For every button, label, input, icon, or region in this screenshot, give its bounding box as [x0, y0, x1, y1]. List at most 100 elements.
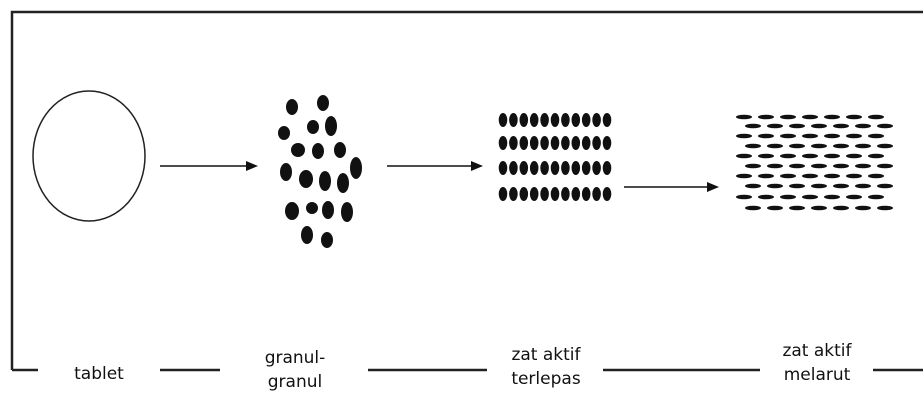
dissolved-particle: [802, 114, 818, 120]
dissolved-particle: [780, 194, 796, 200]
dissolved-particle: [811, 123, 827, 129]
granule: [286, 99, 298, 115]
released-particle: [561, 136, 570, 150]
granule: [341, 202, 353, 222]
dissolved-particle: [789, 205, 805, 211]
dissolved-particle: [736, 194, 752, 200]
released-particle: [509, 187, 518, 201]
released-particle: [529, 113, 539, 127]
dissolved-particle: [811, 205, 827, 211]
released-particle: [581, 161, 591, 175]
dissolved-particle: [855, 183, 871, 189]
released-particle: [550, 136, 560, 150]
released-particle: [498, 113, 508, 127]
dissolved-particle: [811, 163, 827, 169]
released-particle: [550, 113, 560, 127]
released-particle: [592, 187, 601, 201]
released-particle: [529, 187, 539, 201]
dissolved-particle: [824, 114, 840, 120]
dissolved-particle: [833, 143, 849, 149]
released-particle: [602, 136, 612, 150]
dissolved-particle: [877, 123, 893, 129]
granule: [280, 163, 292, 181]
label-tablet: tablet: [52, 362, 146, 386]
label-tablet-line1: tablet: [74, 364, 124, 384]
dissolved-particle: [767, 123, 783, 129]
dissolved-particle: [802, 133, 818, 139]
dissolved-particle: [868, 173, 884, 179]
granule: [319, 171, 331, 191]
dissolved-particle: [855, 123, 871, 129]
released-particle: [509, 113, 518, 127]
dissolved-particle: [767, 163, 783, 169]
arrow-terlepas-to-melarut: [624, 182, 719, 192]
granule: [301, 226, 313, 244]
released-particle: [498, 136, 508, 150]
released-particle: [550, 161, 560, 175]
dissolved-particle: [855, 205, 871, 211]
dissolved-particle: [846, 153, 862, 159]
granule: [307, 120, 319, 134]
dissolved-particle: [736, 173, 752, 179]
dissolved-particle: [868, 114, 884, 120]
released-particle: [561, 113, 570, 127]
dissolved-particle: [868, 194, 884, 200]
label-granul-line2: granul: [267, 372, 323, 392]
dissolved-particle: [877, 143, 893, 149]
dissolved-particle: [745, 205, 761, 211]
released-particle: [602, 113, 612, 127]
dissolved-particle: [846, 173, 862, 179]
released-particle: [550, 187, 560, 201]
released-particle: [581, 113, 591, 127]
released-particle: [592, 136, 601, 150]
dissolved-particle: [802, 153, 818, 159]
dissolved-particle: [877, 183, 893, 189]
label-granul-line1: granul-: [264, 348, 326, 368]
released-particle: [592, 113, 601, 127]
dissolved-particle: [789, 163, 805, 169]
dissolved-particle: [833, 163, 849, 169]
released-particle: [581, 136, 591, 150]
released-particle: [602, 187, 612, 201]
released-particle: [571, 113, 581, 127]
dissolved-particles-grid: [736, 114, 893, 211]
granule: [312, 143, 324, 159]
diagram-frame: [10, 10, 923, 370]
dissolved-particle: [824, 153, 840, 159]
dissolved-particle: [758, 153, 774, 159]
dissolved-particle: [877, 163, 893, 169]
dissolved-particle: [824, 133, 840, 139]
released-particle: [509, 161, 518, 175]
granule: [322, 201, 334, 219]
dissolved-particle: [758, 114, 774, 120]
dissolved-particle: [780, 153, 796, 159]
released-particle: [498, 187, 508, 201]
dissolved-particle: [855, 143, 871, 149]
granule: [278, 126, 290, 140]
released-particle: [519, 187, 529, 201]
granule: [299, 170, 313, 188]
label-terlepas-line2: terlepas: [511, 369, 581, 389]
granule: [321, 232, 333, 248]
dissolved-particle: [780, 114, 796, 120]
dissolved-particle: [833, 205, 849, 211]
dissolved-particle: [736, 153, 752, 159]
released-particle: [561, 161, 570, 175]
dissolved-particle: [855, 163, 871, 169]
released-particle: [529, 161, 539, 175]
dissolved-particle: [758, 194, 774, 200]
dissolved-particle: [877, 205, 893, 211]
released-particle: [519, 113, 529, 127]
dissolved-particle: [824, 173, 840, 179]
released-particle: [529, 136, 539, 150]
granule: [334, 142, 346, 158]
granule: [337, 173, 349, 193]
dissolved-particle: [780, 133, 796, 139]
dissolved-particle: [745, 123, 761, 129]
dissolved-particle: [736, 114, 752, 120]
label-granul: granul- granul: [240, 346, 350, 394]
dissolved-particle: [833, 183, 849, 189]
granule: [350, 157, 362, 179]
released-particle: [602, 161, 612, 175]
released-particle: [519, 136, 529, 150]
